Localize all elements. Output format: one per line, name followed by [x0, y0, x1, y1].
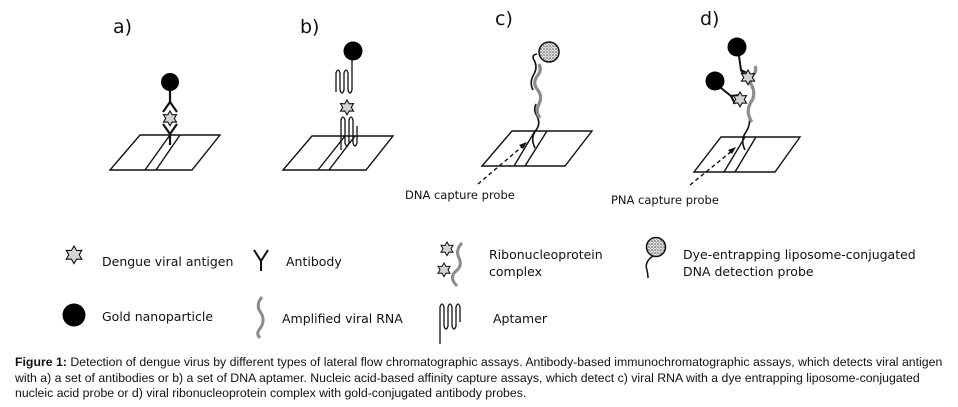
antibody-conjugate-lower — [705, 71, 748, 108]
caption-text: Detection of dengue virus by different t… — [15, 355, 943, 400]
arrowhead-icon — [728, 147, 736, 154]
antigen-icon — [732, 90, 748, 108]
detection-antibody — [162, 88, 178, 113]
ribonucleoprotein-rna — [746, 65, 758, 123]
legend-antibody-icon — [253, 249, 269, 271]
antibody-conjugate-upper — [727, 37, 756, 86]
test-strip — [281, 135, 395, 171]
legend-label-liposome-line2: DNA detection probe — [683, 264, 814, 279]
legend-label-liposome: Dye-entrapping liposome-conjugated DNA d… — [683, 246, 916, 280]
figure-diagram: a) b) c) — [62, 8, 802, 344]
amplified-rna — [533, 63, 543, 120]
caption-label: Figure 1: — [15, 355, 67, 369]
test-strip — [692, 136, 802, 173]
legend-label-antibody: Antibody — [286, 254, 342, 269]
capture-probe — [531, 103, 540, 149]
callout-label-c: DNA capture probe — [405, 188, 515, 202]
gold-nanoparticle-icon — [727, 37, 747, 57]
legend-label-liposome-line1: Dye-entrapping liposome-conjugated — [683, 247, 916, 262]
gold-nanoparticle-icon — [161, 73, 179, 91]
test-strip — [480, 130, 594, 167]
figure-caption: Figure 1: Detection of dengue virus by d… — [15, 355, 950, 402]
detection-aptamer — [335, 55, 353, 94]
detection-probe — [530, 53, 538, 91]
callout-arrow-d — [689, 149, 734, 186]
legend-gold-nanoparticle-icon — [62, 303, 86, 327]
antigen-icon — [162, 109, 178, 127]
callout-arrow-c — [477, 144, 525, 185]
legend-aptamer-icon — [439, 303, 461, 344]
callout-label-d: PNA capture probe — [611, 193, 719, 207]
panel-label-a: a) — [113, 16, 132, 38]
legend-antigen-icon — [65, 244, 83, 265]
legend — [62, 236, 667, 344]
legend-label-gold-nanoparticle: Gold nanoparticle — [102, 309, 214, 324]
panel-label-b: b) — [300, 16, 319, 38]
legend-label-antigen: Dengue viral antigen — [102, 254, 234, 269]
legend-ribonucleoprotein-icon — [437, 240, 464, 288]
panel-a: a) — [108, 16, 222, 171]
antigen-icon — [740, 68, 756, 86]
capture-antibody — [162, 123, 178, 145]
test-strip — [108, 134, 222, 171]
panel-c: c) DNA capture probe — [405, 8, 594, 202]
legend-label-ribonucleoprotein-line1: Ribonucleoprotein — [489, 247, 603, 262]
legend-rna-icon — [256, 296, 265, 340]
gold-nanoparticle-icon — [343, 41, 363, 61]
arrowhead-icon — [519, 142, 527, 149]
gold-nanoparticle-icon — [705, 71, 725, 91]
legend-liposome-icon — [645, 236, 667, 279]
capture-aptamer — [340, 116, 358, 150]
legend-label-ribonucleoprotein: Ribonucleoprotein complex — [489, 246, 603, 280]
panel-label-c: c) — [495, 8, 513, 30]
panel-label-d: d) — [700, 8, 719, 30]
panel-d: d) PNA capture probe — [611, 8, 802, 207]
liposome-icon — [538, 41, 560, 63]
legend-label-rna: Amplified viral RNA — [282, 311, 403, 326]
panel-b: b) — [281, 16, 395, 171]
legend-label-ribonucleoprotein-line2: complex — [489, 264, 542, 279]
antigen-icon — [339, 98, 355, 116]
legend-label-aptamer: Aptamer — [493, 311, 548, 326]
